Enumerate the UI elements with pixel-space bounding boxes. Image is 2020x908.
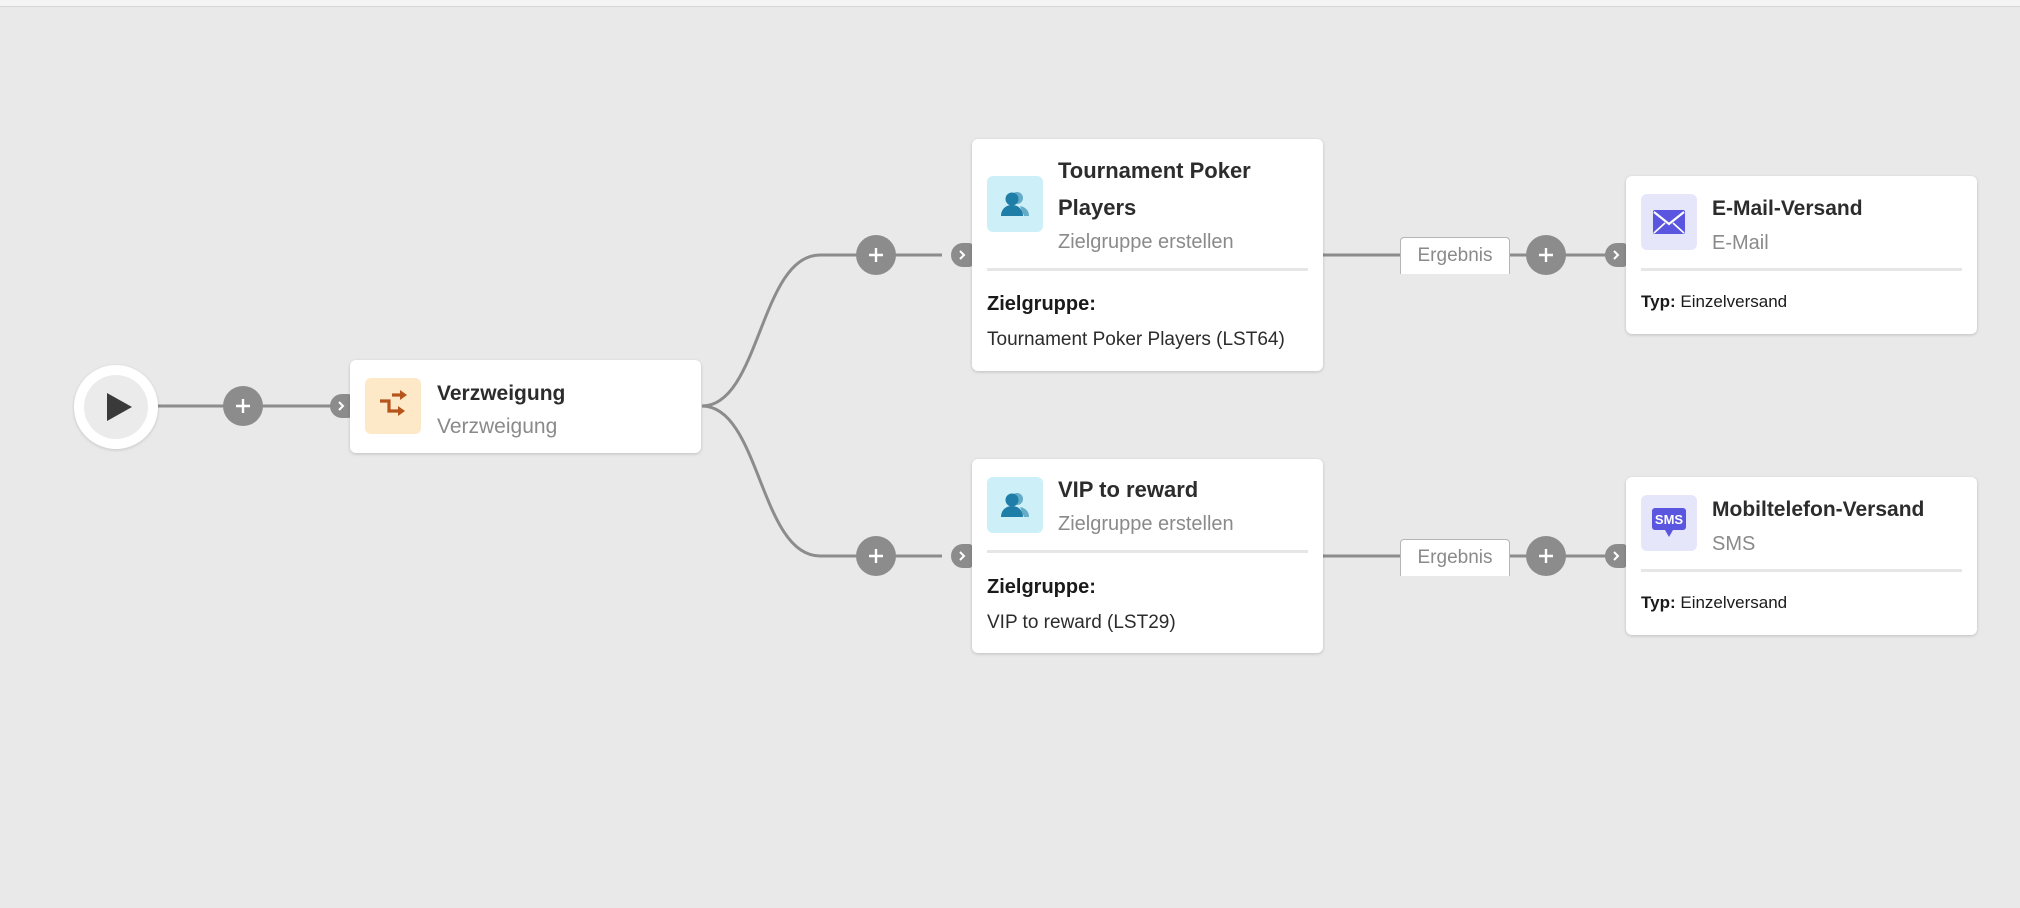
sms-delivery-card[interactable]: SMS Mobiltelefon-Versand SMS Typ: Einzel…	[1626, 477, 1977, 635]
chevron-right-icon	[1613, 250, 1620, 260]
card-divider	[987, 550, 1308, 553]
envelope-icon	[1641, 194, 1697, 250]
start-node[interactable]	[74, 365, 158, 449]
audience-title-line2: Players	[1058, 195, 1137, 220]
plus-icon	[1539, 248, 1553, 262]
email-type-label: Typ:	[1641, 292, 1676, 311]
audience-subtitle: Zielgruppe erstellen	[1058, 231, 1234, 253]
input-transition[interactable]	[330, 394, 352, 418]
sms-title: Mobiltelefon-Versand	[1712, 498, 1925, 521]
audience-icon	[987, 176, 1043, 232]
card-divider	[1641, 268, 1962, 271]
email-type-value: Einzelversand	[1680, 292, 1788, 311]
branch-subtitle: Verzweigung	[437, 415, 558, 438]
chevron-right-icon	[338, 401, 345, 411]
add-activity-button[interactable]	[1526, 235, 1566, 275]
email-title: E-Mail-Versand	[1712, 197, 1863, 220]
input-transition[interactable]	[1605, 544, 1627, 568]
plus-icon	[869, 549, 883, 563]
branch-icon	[365, 378, 421, 434]
build-audience-card-2[interactable]: VIP to reward Zielgruppe erstellen Zielg…	[972, 459, 1323, 653]
input-transition[interactable]	[951, 243, 973, 267]
sms-type: Typ: Einzelversand	[1641, 593, 1787, 613]
chevron-right-icon	[959, 250, 966, 260]
audience-subtitle: Zielgruppe erstellen	[1058, 513, 1234, 535]
add-activity-button[interactable]	[856, 235, 896, 275]
branch-title: Verzweigung	[437, 382, 566, 405]
sms-type-label: Typ:	[1641, 593, 1676, 612]
audience-icon	[987, 477, 1043, 533]
sms-subtitle: SMS	[1712, 533, 1756, 555]
add-activity-button[interactable]	[223, 386, 263, 426]
audience-title-line1: Tournament Poker	[1058, 158, 1251, 183]
branch-activity-card[interactable]: Verzweigung Verzweigung	[350, 360, 701, 453]
sms-icon-text: SMS	[1655, 512, 1684, 527]
top-bar	[0, 0, 2020, 7]
chevron-right-icon	[1613, 551, 1620, 561]
email-type: Typ: Einzelversand	[1641, 292, 1787, 312]
result-transition-label[interactable]: Ergebnis	[1400, 237, 1510, 274]
sms-icon: SMS	[1641, 495, 1697, 551]
build-audience-card-1[interactable]: Tournament Poker Players Zielgruppe erst…	[972, 139, 1323, 371]
card-divider	[987, 268, 1308, 271]
audience-field-value: VIP to reward (LST29)	[987, 612, 1176, 633]
audience-field-label: Zielgruppe:	[987, 293, 1096, 315]
input-transition[interactable]	[1605, 243, 1627, 267]
play-icon	[107, 393, 132, 421]
sms-type-value: Einzelversand	[1680, 593, 1788, 612]
add-activity-button[interactable]	[856, 536, 896, 576]
audience-title: VIP to reward	[1058, 477, 1199, 502]
plus-icon	[869, 248, 883, 262]
plus-icon	[1539, 549, 1553, 563]
input-transition[interactable]	[951, 544, 973, 568]
chevron-right-icon	[959, 551, 966, 561]
card-divider	[1641, 569, 1962, 572]
audience-field-value: Tournament Poker Players (LST64)	[987, 329, 1285, 350]
email-delivery-card[interactable]: E-Mail-Versand E-Mail Typ: Einzelversand	[1626, 176, 1977, 334]
email-subtitle: E-Mail	[1712, 232, 1769, 254]
result-transition-label[interactable]: Ergebnis	[1400, 539, 1510, 576]
add-activity-button[interactable]	[1526, 536, 1566, 576]
audience-field-label: Zielgruppe:	[987, 576, 1096, 598]
plus-icon	[236, 399, 250, 413]
